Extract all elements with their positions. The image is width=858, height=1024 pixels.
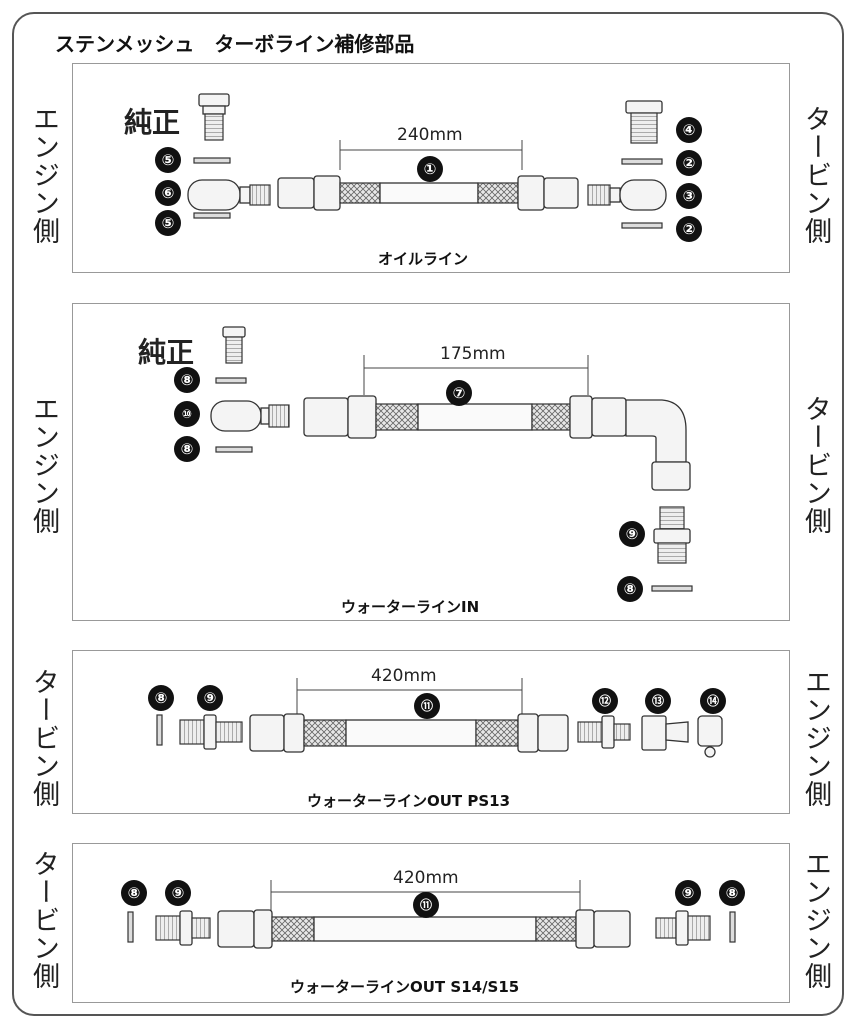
junsei-label-1: 純正 <box>124 106 181 139</box>
caption-water-in: ウォーターラインIN <box>341 598 480 616</box>
length-label-oil: 240mm <box>397 125 463 145</box>
hose-number-ps13: ⑪ <box>414 693 440 719</box>
part-label-in-left-2: ⑧ <box>174 436 200 462</box>
bolt-4 <box>625 100 663 144</box>
fitting-9-s14-left <box>155 910 211 946</box>
part-label-ps13-right-0: ⑫ <box>592 688 618 714</box>
part-label-s14-right-1: ⑧ <box>719 880 745 906</box>
side-label-turbine-1: タービン側 <box>800 105 831 245</box>
part-label-in-left-1: ⑩ <box>174 401 200 427</box>
side-label-turbine-3: タービン側 <box>28 668 59 808</box>
side-label-turbine-2: タービン側 <box>800 395 831 535</box>
fitting-12 <box>577 715 631 749</box>
part-label-s14-left-0: ⑧ <box>121 880 147 906</box>
part-label-ps13-right-2: ⑭ <box>700 688 726 714</box>
part-label-s14-left-1: ⑨ <box>165 880 191 906</box>
length-label-water-in: 175mm <box>440 344 506 364</box>
fitting-9-ps13 <box>179 714 243 750</box>
fitting-9-s14-right <box>655 910 711 946</box>
water-in-drawing <box>210 326 693 592</box>
caption-water-out-s14: ウォーターラインOUT S14/S15 <box>290 978 520 996</box>
side-label-engine-3: エンジン側 <box>800 668 831 808</box>
side-label-engine-2: エンジン側 <box>28 395 59 535</box>
part-label-ps13-right-1: ⑬ <box>645 688 671 714</box>
part-label-oil-right-3: ② <box>676 216 702 242</box>
part-label-oil-right-0: ④ <box>676 117 702 143</box>
banjo-bolt-left <box>198 93 230 141</box>
hose-1 <box>277 175 579 211</box>
hose-11-ps13 <box>249 713 569 753</box>
part-label-s14-right-0: ⑨ <box>675 880 701 906</box>
water-out-ps13-drawing <box>156 678 723 758</box>
hose-7 <box>303 395 691 491</box>
hose-number-water-in: ⑦ <box>446 380 472 406</box>
fitting-13 <box>641 715 689 751</box>
panel-water-out-s14 <box>72 843 790 1003</box>
plug-14 <box>697 715 723 758</box>
fitting-9-vertical <box>653 506 691 564</box>
panel-water-in <box>72 303 790 621</box>
outer-frame <box>12 12 844 1016</box>
side-label-engine-1: エンジン側 <box>28 105 59 245</box>
hose-number-s14: ⑪ <box>413 892 439 918</box>
part-label-oil-left-2: ⑤ <box>155 210 181 236</box>
caption-oil-line: オイルライン <box>378 250 469 268</box>
part-label-ps13-left-1: ⑨ <box>197 685 223 711</box>
side-label-turbine-4: タービン側 <box>28 850 59 990</box>
banjo-bolt-left-2 <box>222 326 246 364</box>
part-label-oil-right-1: ② <box>676 150 702 176</box>
oil-line-drawing <box>187 93 667 229</box>
side-label-engine-4: エンジン側 <box>800 850 831 990</box>
fitting-3 <box>587 179 667 211</box>
part-label-in-right-1: ⑧ <box>617 576 643 602</box>
part-label-oil-left-1: ⑥ <box>155 180 181 206</box>
page-title: ステンメッシュ ターボライン補修部品 <box>55 32 415 56</box>
panel-oil-line <box>72 63 790 273</box>
hose-11-s14 <box>217 909 631 949</box>
length-label-s14: 420mm <box>393 868 459 888</box>
banjo-fitting-10 <box>210 400 290 432</box>
part-label-oil-left-0: ⑤ <box>155 147 181 173</box>
hose-number-oil: ① <box>417 156 443 182</box>
part-label-ps13-left-0: ⑧ <box>148 685 174 711</box>
water-out-s14-drawing <box>127 880 736 949</box>
part-label-in-left-0: ⑧ <box>174 367 200 393</box>
caption-water-out-ps13: ウォーターラインOUT PS13 <box>307 792 511 810</box>
panel-water-out-ps13 <box>72 650 790 814</box>
banjo-fitting-6 <box>187 179 271 211</box>
part-label-in-right-0: ⑨ <box>619 521 645 547</box>
part-label-oil-right-2: ③ <box>676 183 702 209</box>
length-label-ps13: 420mm <box>371 666 437 686</box>
junsei-label-2: 純正 <box>138 336 195 369</box>
